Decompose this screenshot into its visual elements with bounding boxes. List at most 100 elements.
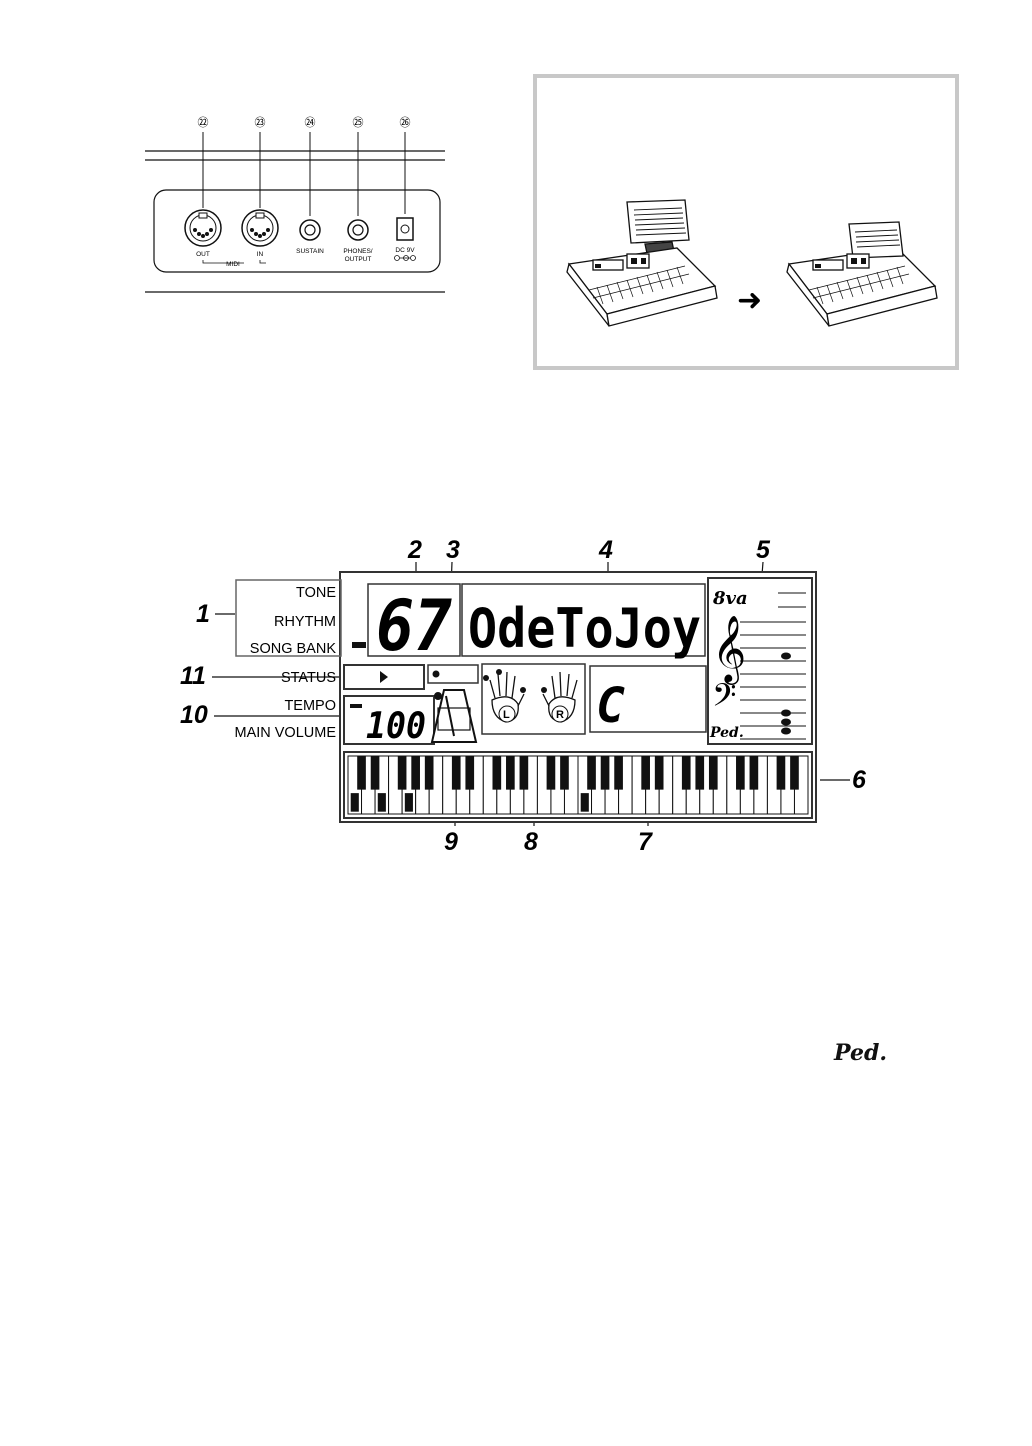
music-stand-icon [626,199,690,259]
octave-mark: 8va [712,588,748,609]
black-key [465,756,475,790]
black-key [736,756,745,790]
callout-9: 9 [444,828,458,856]
midi-out-jack [184,209,222,247]
black-key [397,756,407,790]
minus-segment [352,642,366,648]
jack-label-in: IN [257,251,264,258]
callout-11: 11 [180,662,206,690]
right-hand-icon [541,671,578,723]
phones-output-jack [347,219,369,241]
staff-note [781,709,791,717]
tempo-label: TEMPO [284,698,336,714]
main-volume-label: MAIN VOLUME [234,725,336,741]
arrow-icon: ➜ [737,283,762,318]
jack-label-out: OUT [196,251,210,258]
black-key [654,756,664,790]
midi-in-jack [241,209,279,247]
sustain-jack [299,219,321,241]
staff-lines [740,592,806,740]
callout-4: 4 [598,536,613,564]
black-key [424,756,434,790]
jack-number-22: ㉒ [198,116,209,129]
rear-jack-panel-illustration: ㉒ ㉓ ㉔ ㉕ ㉖ [145,116,445,293]
black-key [600,756,610,790]
black-key [506,756,515,790]
staff-note [781,652,791,660]
callout-2: 2 [407,536,422,564]
callout-5: 5 [756,536,771,564]
black-key [451,756,461,790]
jack-number-24: ㉔ [305,116,316,129]
callout-7: 7 [638,828,653,856]
pedal-mark: Ped. [709,725,744,741]
number-display-box [367,583,461,657]
black-key [492,756,502,790]
midi-bracket [202,260,266,264]
name-display: OdeToJoy [468,597,701,660]
status-label: STATUS [281,670,336,686]
name-display-box [461,583,706,657]
callout-3: 3 [446,536,460,564]
tempo-minus-segment [350,704,362,708]
jack-label-sustain: SUSTAIN [296,248,324,255]
black-key [681,756,691,790]
black-key [641,756,650,790]
number-display: 67 [376,585,452,667]
jack-number-23: ㉓ [255,116,266,129]
black-key [370,756,380,790]
black-key [560,756,569,790]
lit-key-indicator [580,793,589,812]
right-hand-letter: R [556,709,564,721]
chord-display: C [596,678,625,734]
music-stand-illustration-box: ➜ [533,74,959,370]
lit-key-indicator [350,793,359,812]
bass-clef-icon: 𝄢 [712,677,736,721]
play-icon [380,671,388,683]
left-hand-letter: L [503,709,510,721]
music-stand-illustration: ➜ [566,199,938,327]
keyboard-illustration-before [566,247,718,327]
tone-label: TONE [296,585,336,601]
jack-label-dc: DC 9V [395,247,415,254]
callout-6: 6 [852,766,867,794]
black-key [357,756,366,790]
black-key [411,756,420,790]
staff-note [781,718,791,726]
treble-clef-icon: 𝄞 [712,614,746,685]
chord-display-box [589,665,707,733]
staff-note [781,727,791,735]
left-hand-icon [483,669,526,723]
black-key [614,756,623,790]
song-bank-label: SONG BANK [250,641,337,657]
mode-labels-box [235,579,342,657]
lit-key-indicator [377,793,386,812]
metronome-icon [430,689,478,743]
black-key [708,756,718,790]
dc-polarity-icon [394,255,416,261]
black-key [749,756,759,790]
black-key [519,756,529,790]
beat-indicator-box [427,664,479,684]
callout-1: 1 [196,600,210,628]
rhythm-label: RHYTHM [274,614,336,630]
black-key [695,756,705,790]
lcd-keyboard [343,751,813,819]
black-key [546,756,556,790]
jack-number-26: ㉖ [400,116,411,129]
jack-label-phones-output: PHONES/ [343,248,372,255]
lit-key-indicator [404,793,413,812]
black-key [776,756,786,790]
lcd-display-diagram: 2 3 4 5 1 11 10 6 9 8 7 TONE RHYTHM SONG… [180,536,867,856]
keyboard-illustration-after [786,221,938,327]
beat-dot [432,670,440,678]
pedal-mark-standalone: Ped. [834,1040,887,1066]
black-key [587,756,596,790]
black-key [790,756,799,790]
jack-label-output-line2: OUTPUT [345,256,372,263]
dc-9v-jack [396,217,414,241]
callout-8: 8 [524,828,538,856]
tempo-display: 100 [366,706,426,747]
callout-10: 10 [180,701,208,729]
jack-number-25: ㉕ [353,116,364,129]
